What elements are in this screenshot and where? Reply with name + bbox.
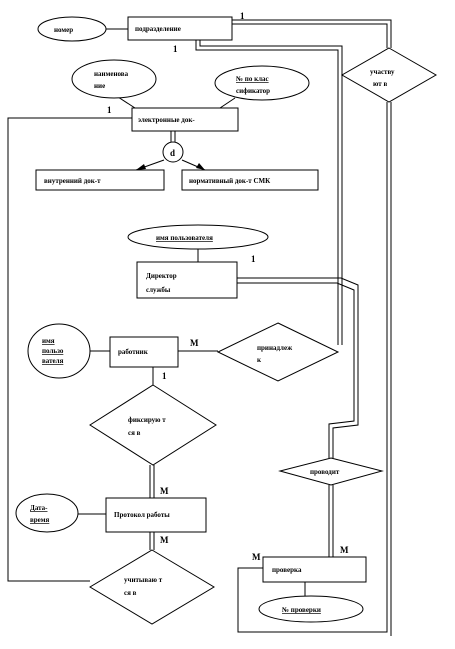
svg-text:d: d bbox=[170, 148, 175, 158]
attr-label: пользо bbox=[42, 347, 64, 355]
entity-protokol: Протокол работы bbox=[105, 497, 207, 533]
card-podr-bottom: 1 bbox=[173, 44, 178, 54]
card-elektron: 1 bbox=[107, 105, 112, 115]
attr-label: время bbox=[30, 516, 50, 524]
entity-label: проверка bbox=[272, 566, 302, 574]
attr-nomer: номер bbox=[37, 16, 107, 42]
card-protokol-m-top: M bbox=[160, 486, 169, 496]
rel-label: к bbox=[257, 356, 262, 364]
attr-label: Дата- bbox=[30, 504, 48, 512]
card-proverka-m-right: M bbox=[340, 545, 349, 555]
rel-fiksiruyut: фиксирую т ся в bbox=[89, 384, 217, 466]
attr-naimenovanie: наименова ние bbox=[71, 59, 157, 99]
rel-provodit: проводит bbox=[278, 457, 384, 486]
attr-label: номер bbox=[54, 26, 73, 34]
attr-label: № по клас bbox=[235, 75, 269, 83]
attr-label: имя bbox=[42, 337, 55, 345]
entity-label: подразделение bbox=[135, 25, 181, 33]
attr-imya-polzovatelya-rabotnik: имя пользо вателя bbox=[27, 323, 91, 379]
card-rabotnik-1: 1 bbox=[162, 371, 167, 381]
attr-nomer-proverki: № проверки bbox=[258, 595, 364, 623]
attr-label: ние bbox=[94, 82, 105, 90]
entity-label: электронные док- bbox=[138, 116, 195, 124]
rel-label: ся в bbox=[128, 429, 141, 437]
attr-nomer-klassifikator: № по клас сификатор bbox=[214, 65, 310, 101]
attr-imya-polzovatelya-direktor: имя пользователя bbox=[127, 224, 269, 250]
rel-label: проводит bbox=[310, 468, 340, 476]
entity-proverka: проверка bbox=[262, 556, 367, 583]
attr-data-vremya: Дата- время bbox=[15, 493, 79, 533]
cardinalities: 1 1 1 1 M 1 M M M M bbox=[107, 11, 349, 562]
rel-label: принадлеж bbox=[257, 344, 293, 352]
attr-label: имя пользователя bbox=[156, 234, 213, 242]
card-rabotnik-m: M bbox=[190, 338, 199, 348]
attr-label: сификатор bbox=[236, 87, 270, 95]
card-protokol-m-bottom: M bbox=[160, 535, 169, 545]
entity-label: Директор bbox=[146, 272, 177, 280]
entity-label: внутренний док-т bbox=[44, 177, 101, 185]
rel-label: ся в bbox=[124, 589, 137, 597]
entity-rabotnik: работник bbox=[109, 336, 179, 368]
entity-direktor: Директор службы bbox=[136, 261, 238, 299]
card-direktor: 1 bbox=[251, 254, 256, 264]
rel-prinadlezhit: принадлеж к bbox=[216, 322, 340, 382]
rel-label: фиксирую т bbox=[128, 416, 166, 424]
entity-podrazdelenie: подразделение bbox=[127, 16, 233, 41]
entity-label: нормативный док-т СМК bbox=[189, 177, 271, 185]
entity-label: Протокол работы bbox=[114, 511, 170, 519]
entity-label: работник bbox=[118, 348, 149, 356]
rel-label: ют в bbox=[373, 80, 387, 88]
card-podr-top: 1 bbox=[240, 11, 245, 21]
entity-vnutrenniy-dok: внутренний док-т bbox=[35, 169, 165, 191]
attr-label: № проверки bbox=[281, 606, 321, 614]
entity-label: службы bbox=[146, 286, 171, 294]
attr-label: вателя bbox=[42, 357, 64, 365]
rel-label: участву bbox=[370, 68, 395, 76]
entity-elektronnye-dok: электронные док- bbox=[131, 107, 239, 132]
disjoint-marker: d bbox=[162, 141, 184, 163]
entity-normativny-dok: нормативный док-т СМК bbox=[181, 169, 319, 191]
rel-label: учитываю т bbox=[124, 576, 163, 584]
attr-label: наименова bbox=[94, 70, 129, 78]
connector-lines bbox=[7, 19, 392, 636]
rel-uchityvayut: учитываю т ся в bbox=[89, 549, 215, 625]
card-proverka-m-left: M bbox=[252, 552, 261, 562]
rel-uchastvuyut: участву ют в bbox=[340, 47, 438, 103]
